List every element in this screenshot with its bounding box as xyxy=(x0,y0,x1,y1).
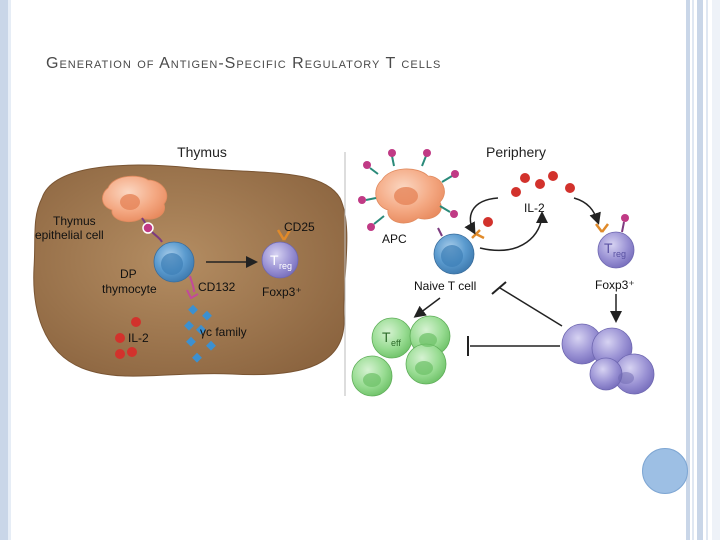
dp-label-1: DP xyxy=(120,267,137,281)
apc-label: APC xyxy=(382,232,407,246)
naive-t-label: Naive T cell xyxy=(414,279,476,293)
il2-to-treg-arrow xyxy=(573,197,601,225)
cd25-label: CD25 xyxy=(284,220,315,234)
thymus-epithelial-cell xyxy=(102,175,168,243)
periphery-heading: Periphery xyxy=(486,144,546,160)
treg-generation-figure: Thymus Thymus epithelial cell DP thymocy… xyxy=(22,138,658,400)
periphery-il2-molecules xyxy=(483,171,575,227)
rail-5 xyxy=(712,0,720,540)
periphery-treg-cell: T reg xyxy=(595,214,635,269)
thymus-panel: Thymus Thymus epithelial cell DP thymocy… xyxy=(33,144,348,377)
left-decorative-bar-inner xyxy=(8,0,11,540)
il2-to-naive-arrow xyxy=(464,197,499,235)
periphery-il2-label: IL-2 xyxy=(524,201,545,215)
teff-T: T xyxy=(382,329,391,345)
dp-label-2: thymocyte xyxy=(102,282,157,296)
thymus-treg-T: T xyxy=(270,252,279,268)
rail-4 xyxy=(706,0,708,540)
thymus-foxp3-label: Foxp3⁺ xyxy=(262,285,302,299)
naive-inhibition-bar xyxy=(491,281,507,295)
rail-2 xyxy=(692,0,694,540)
right-decorative-rails xyxy=(686,0,720,540)
cd132-label: CD132 xyxy=(198,280,236,294)
thymus-heading: Thymus xyxy=(177,144,227,160)
slide-title: Generation of Antigen-Specific Regulator… xyxy=(46,55,442,72)
periphery-treg-T: T xyxy=(604,240,613,256)
naive-to-teff-arrow xyxy=(413,297,441,318)
periphery-treg-sub: reg xyxy=(613,249,626,259)
naive-to-il2-arrow xyxy=(479,211,548,251)
dp-thymocyte-cell xyxy=(153,241,199,300)
thymus-treg-cell: T reg xyxy=(261,229,299,279)
naive-t-cell xyxy=(433,227,485,275)
teff-sub: eff xyxy=(391,338,401,348)
gamma-c-family-molecules xyxy=(184,304,216,363)
left-decorative-bar xyxy=(0,0,8,540)
periphery-panel: Periphery APC IL-2 xyxy=(351,144,655,397)
rail-3 xyxy=(697,0,703,540)
treg-inhibits-naive-line xyxy=(499,287,563,327)
thymus-il2-label: IL-2 xyxy=(128,331,149,345)
expanded-treg-cluster xyxy=(561,323,655,395)
teff-cluster: T eff xyxy=(351,315,451,397)
periphery-foxp3-label: Foxp3⁺ xyxy=(595,278,635,292)
rail-1 xyxy=(686,0,690,540)
thymus-epithelial-label-2: epithelial cell xyxy=(35,228,104,242)
apc-cell xyxy=(358,149,459,231)
thymus-epithelial-label-1: Thymus xyxy=(53,214,96,228)
gamma-family-label: γc family xyxy=(200,325,247,339)
decorative-circle xyxy=(642,448,688,494)
thymus-treg-sub: reg xyxy=(279,261,292,271)
thymus-il2-molecules xyxy=(115,317,141,359)
